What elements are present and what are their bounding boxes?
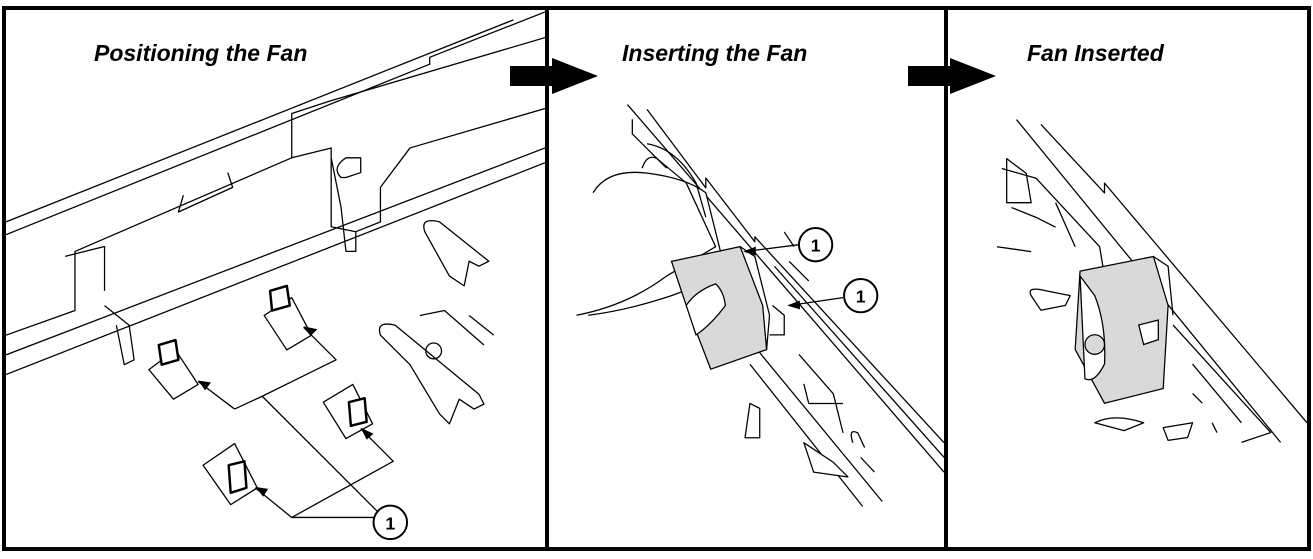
panel-title-inserted: Fan Inserted [1027,40,1164,66]
callout-label: 1 [385,513,395,533]
right-arrow-icon [908,58,996,94]
callout-label-upper: 1 [811,236,821,256]
right-arrow-icon [510,58,598,94]
panel-title-inserting: Inserting the Fan [622,40,808,66]
inserted-illustration [996,119,1307,443]
panel-inserted: Fan Inserted [944,6,1311,551]
callout-circle-upper [797,227,834,263]
positioning-illustration: 1 [6,11,545,541]
panel-title-positioning: Positioning the Fan [94,40,308,66]
callout-circle [372,504,409,541]
panel-inserting: 1 1 Inserting the Fan [545,6,948,551]
callout-label-lower: 1 [856,287,866,307]
panel-positioning: 1 Positioning the Fan [2,6,549,551]
inserting-illustration: 1 1 [576,104,944,507]
callout-circle-lower [843,278,879,314]
